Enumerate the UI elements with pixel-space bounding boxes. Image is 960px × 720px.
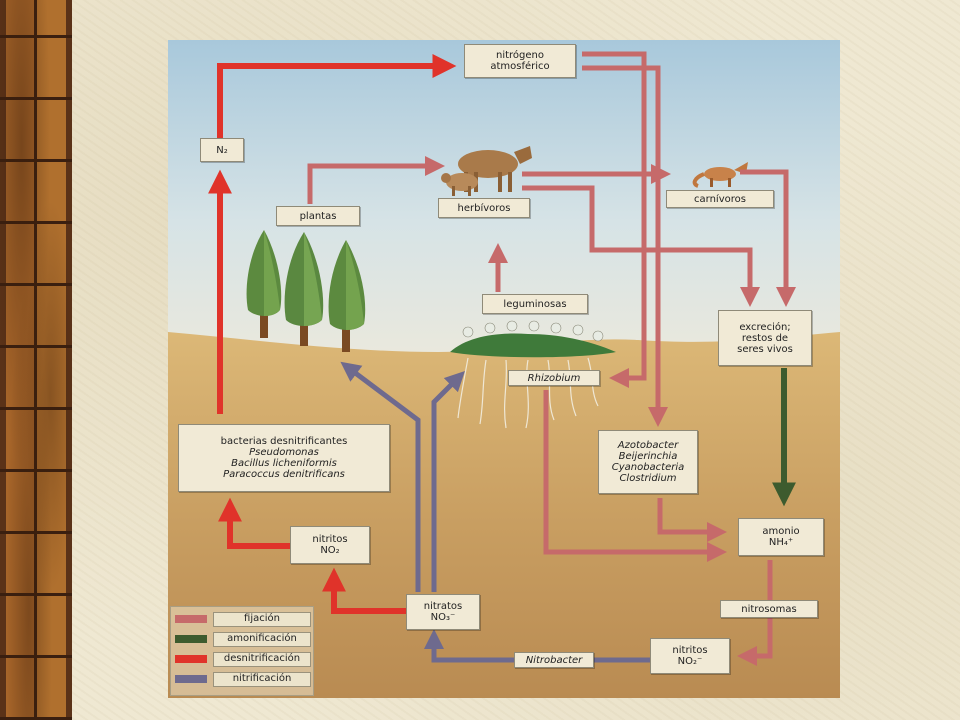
legend-item-amonificacion: amonificación <box>175 631 311 647</box>
legend-item-nitrificacion: nitrificación <box>175 671 311 687</box>
label-nitritos-izq: nitritos NO₂ <box>290 526 370 564</box>
label-text: nitrógeno <box>495 50 544 61</box>
legend-swatch <box>175 675 207 683</box>
label-text: restos de <box>741 332 789 344</box>
label-text: herbívoros <box>457 202 511 214</box>
legend-item-desnitrificacion: desnitrificación <box>175 651 311 667</box>
label-text: Bacillus licheniformis <box>231 458 337 469</box>
legend-swatch <box>175 635 207 643</box>
tree-icon <box>328 240 366 352</box>
label-text: NO₂⁻ <box>677 656 703 667</box>
label-text: atmosférico <box>490 61 550 72</box>
legend-swatch <box>175 655 207 663</box>
arrows-fijacion <box>307 51 796 666</box>
legend-label: fijación <box>213 611 311 627</box>
label-nitritos-der: nitritos NO₂⁻ <box>650 638 730 674</box>
label-nitrobacter: Nitrobacter <box>514 652 594 668</box>
label-text: nitratos <box>423 601 463 612</box>
label-text: NO₂ <box>320 545 340 556</box>
label-text: Rhizobium <box>527 372 581 384</box>
legend: fijación amonificación desnitrificación … <box>170 606 314 696</box>
label-text: Paracoccus denitrificans <box>223 469 345 480</box>
label-excrecion: excreción; restos de seres vivos <box>718 310 812 366</box>
decorative-side-strip <box>0 0 72 720</box>
label-carnivoros: carnívoros <box>666 190 774 208</box>
label-text: Pseudomonas <box>249 447 319 458</box>
label-leguminosas: leguminosas <box>482 294 588 314</box>
legend-label: nitrificación <box>213 671 311 687</box>
legend-label: desnitrificación <box>213 651 311 667</box>
nitrogen-cycle-diagram: nitrógeno atmosférico N₂ plantas herbívo… <box>168 40 840 698</box>
label-text: Nitrobacter <box>525 654 583 666</box>
label-text: carnívoros <box>694 193 746 205</box>
label-herbivoros: herbívoros <box>438 198 530 218</box>
label-text: amonio <box>762 526 800 537</box>
label-text: nitritos <box>312 534 348 545</box>
label-text: Azotobacter <box>617 440 679 451</box>
label-nitrosomas: nitrosomas <box>720 600 818 618</box>
label-text: N₂ <box>216 144 228 156</box>
legume-roots-icon <box>450 320 616 429</box>
label-text: nitritos <box>672 645 708 656</box>
label-text: Cyanobacteria <box>611 462 685 473</box>
label-text: NO₃⁻ <box>430 612 456 623</box>
label-text: NH₄⁺ <box>768 537 794 548</box>
label-text: plantas <box>299 210 337 222</box>
label-nitrogeno-atmosferico: nitrógeno atmosférico <box>464 44 576 78</box>
label-text: seres vivos <box>737 343 793 355</box>
tree-icon <box>284 232 324 346</box>
label-amonio: amonio NH₄⁺ <box>738 518 824 556</box>
label-rhizobium: Rhizobium <box>508 370 600 386</box>
arrows-desnitrificacion <box>208 54 457 614</box>
label-bacterias-desnitrificantes: bacterias desnitrificantes Pseudomonas B… <box>178 424 390 492</box>
tree-icon <box>246 230 282 338</box>
label-plantas: plantas <box>276 206 360 226</box>
label-text: leguminosas <box>503 298 567 310</box>
label-text: nitrosomas <box>741 603 797 615</box>
label-text: excreción; <box>739 321 791 333</box>
legend-swatch <box>175 615 207 623</box>
label-text: Clostridium <box>619 473 677 484</box>
label-text: bacterias desnitrificantes <box>220 436 348 447</box>
label-text: Beijerinchia <box>618 451 678 462</box>
legend-item-fijacion: fijación <box>175 611 311 627</box>
sheep-icon <box>441 173 478 196</box>
label-fijadores: Azotobacter Beijerinchia Cyanobacteria C… <box>598 430 698 494</box>
label-n2: N₂ <box>200 138 244 162</box>
label-nitratos: nitratos NO₃⁻ <box>406 594 480 630</box>
legend-label: amonificación <box>213 631 311 647</box>
